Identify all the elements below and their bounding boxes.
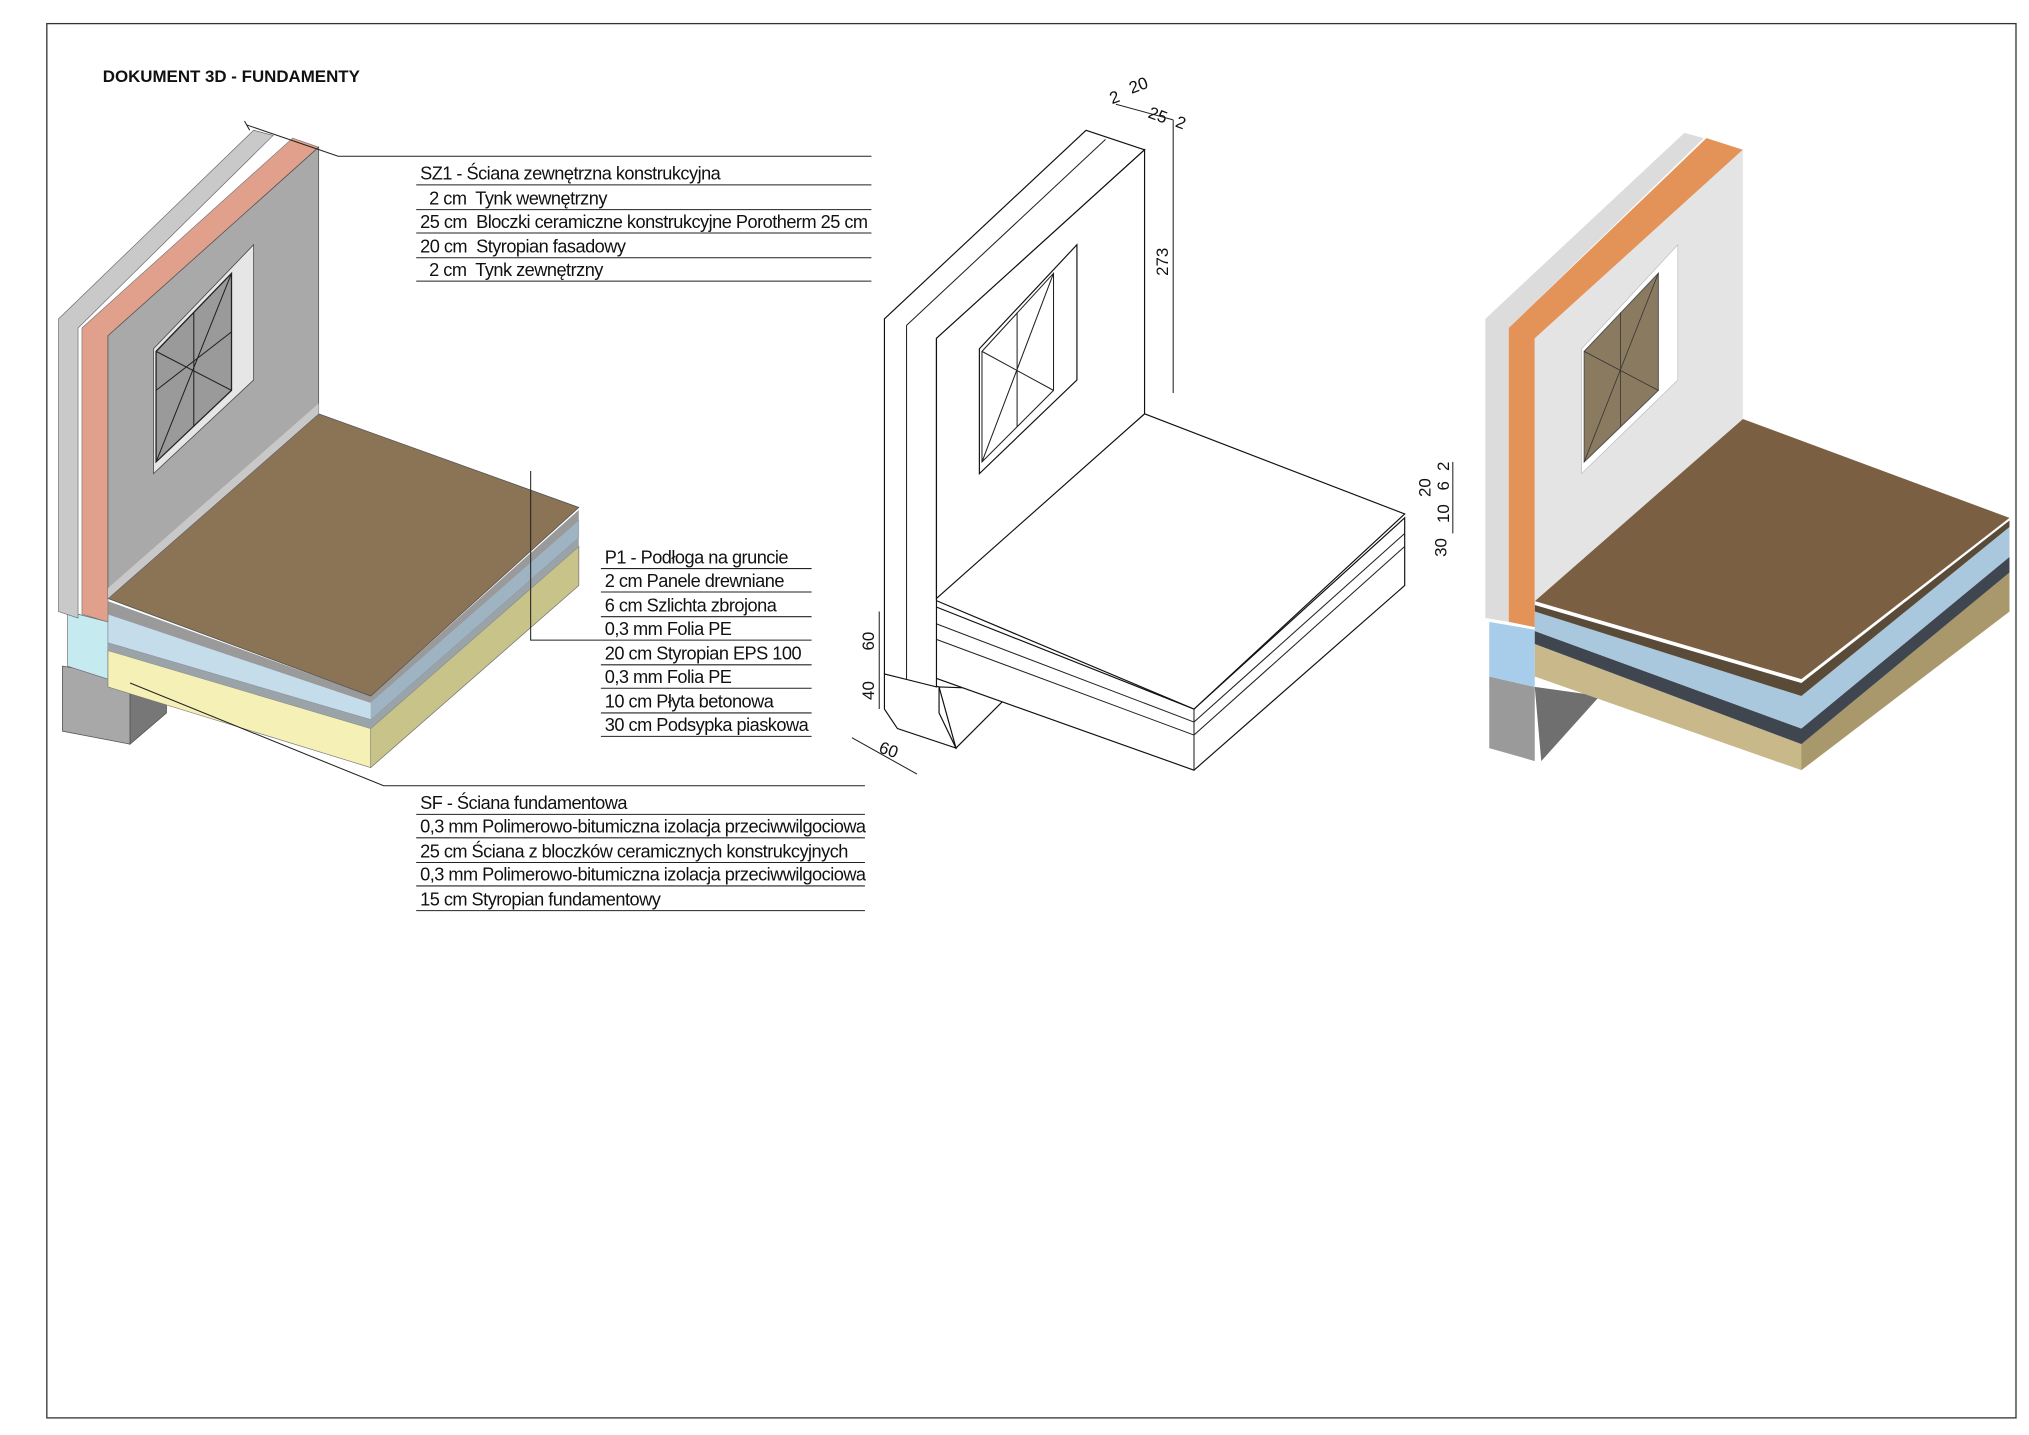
legend-p1-layer: 30 cm Podsypka piaskowa: [605, 715, 810, 735]
dim-floor-sand: 30: [1431, 538, 1450, 557]
legend-sz1-heading: SZ1 - Ściana zewnętrzna konstrukcyjna: [420, 163, 722, 184]
dim-foundation-lower: 40: [859, 681, 878, 700]
sheet-title: DOKUMENT 3D - FUNDAMENTY: [103, 67, 360, 86]
dim-floor-concrete: 10: [1434, 504, 1453, 523]
legend-sf-layer: 15 cm Styropian fundamentowy: [420, 889, 662, 909]
legend-sz1-layer: 2 cm Tynk wewnętrzny: [420, 188, 608, 208]
legend-p1-layer: 0,3 mm Folia PE: [605, 667, 732, 687]
legend-sz1-layer: 2 cm Tynk zewnętrzny: [420, 260, 604, 280]
dim-wall-plaster-out: 2: [1173, 112, 1188, 133]
middle-line-model: 2 20 25 2 273 60 40 60: [851, 73, 1406, 775]
dim-wall-brick: 25: [1146, 103, 1170, 127]
left-schematic-model: [58, 129, 580, 769]
legend-sf-layer: 0,3 mm Polimerowo-bitumiczna izolacja pr…: [420, 817, 867, 837]
dim-wall-plaster-in: 2: [1107, 87, 1122, 108]
dim-wall-height: 273: [1153, 248, 1172, 276]
dim-wall-eps: 20: [1126, 73, 1150, 97]
floor-concrete-layer: [107, 537, 579, 729]
legend-p1-layer: 10 cm Płyta betonowa: [605, 692, 775, 712]
legend-sf-layer: 0,3 mm Polimerowo-bitumiczna izolacja pr…: [420, 865, 867, 885]
legend-p1: P1 - Podłoga na gruncie 2 cm Panele drew…: [530, 471, 812, 737]
legend-sz1-layer: 25 cm Bloczki ceramiczne konstrukcyjne P…: [420, 212, 867, 232]
legend-sf-layer: 25 cm Ściana z bloczków ceramicznych kon…: [420, 840, 848, 861]
legend-sf-heading: SF - Ściana fundamentowa: [420, 792, 628, 813]
rendered-wall-brick: [1508, 138, 1743, 628]
dim-floor-eps: 20: [1416, 478, 1435, 497]
legend-p1-heading: P1 - Podłoga na gruncie: [605, 547, 789, 567]
dim-foundation-width: 60: [877, 738, 901, 762]
dim-foundation-upper: 60: [859, 632, 878, 651]
dim-floor-panels: 2: [1434, 462, 1453, 471]
wall-outer-plaster: [58, 129, 274, 619]
legend-p1-layer: 6 cm Szlichta zbrojona: [605, 595, 778, 615]
rendered-wall-eps: [1485, 132, 1704, 622]
legend-p1-layer: 2 cm Panele drewniane: [605, 571, 785, 591]
legend-p1-layer: 20 cm Styropian EPS 100: [605, 644, 802, 664]
right-rendered-model: 20 30 10 6 2: [1416, 132, 2010, 771]
skirting: [107, 403, 319, 599]
sheet-border: [46, 22, 2017, 1419]
legend-p1-layer: 0,3 mm Folia PE: [605, 619, 732, 639]
legend-sz1: SZ1 - Ściana zewnętrzna konstrukcyjna 2 …: [244, 120, 872, 282]
dim-floor-screed: 6: [1434, 481, 1453, 490]
legend-sz1-layer: 20 cm Styropian fasadowy: [420, 237, 627, 257]
legend-sf: SF - Ściana fundamentowa 0,3 mm Polimero…: [129, 682, 867, 912]
rendered-wood-floor: [1534, 419, 2010, 680]
